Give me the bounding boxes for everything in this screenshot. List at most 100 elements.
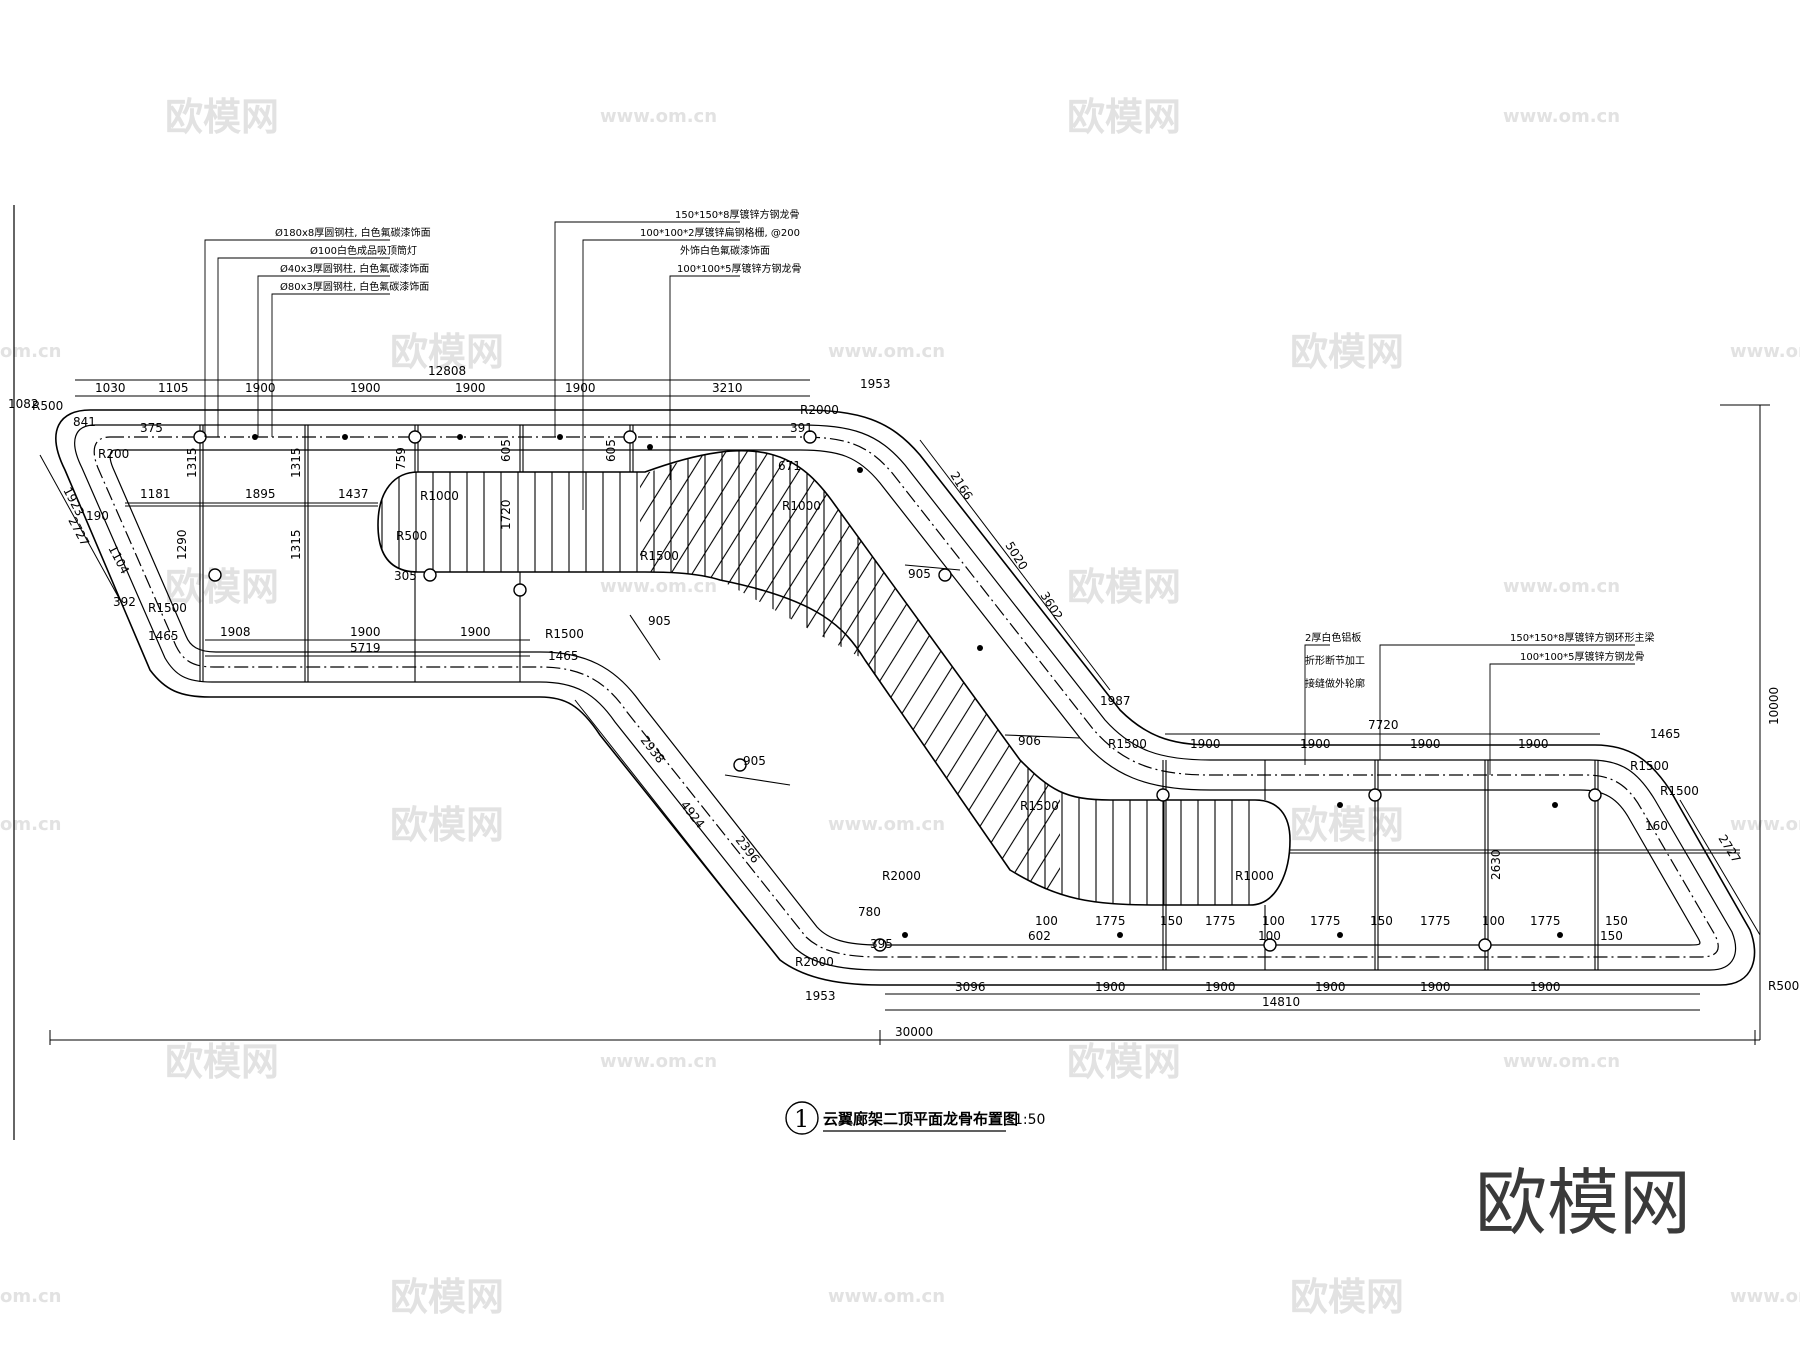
watermark-url: www.om.cn xyxy=(1503,576,1620,597)
cross-beam xyxy=(724,774,791,786)
dim-small: 841 xyxy=(73,415,96,429)
dim-bottom-left-chain: 1908 xyxy=(220,625,251,639)
callout-column-40: Ø40x3厚圆钢柱, 白色氟碳漆饰面 xyxy=(280,262,429,275)
dim-vertical: 2630 xyxy=(1489,849,1503,880)
dim-radius: R500 xyxy=(32,399,63,413)
watermark-url: www.om.cn xyxy=(1503,106,1620,127)
dim-line-diagonal-left xyxy=(574,699,761,936)
watermark-url: www.om.cn xyxy=(828,1286,945,1307)
dim-line-left-diagonal xyxy=(39,454,121,601)
dim-overall-width: 30000 xyxy=(895,1025,933,1039)
title-number: 1 xyxy=(794,1105,809,1133)
callout-ring-secondary: 100*100*5厚镀锌方钢龙骨 xyxy=(1520,650,1645,663)
title-scale: 1:50 xyxy=(1014,1112,1045,1128)
frame-members xyxy=(125,425,1740,970)
callout-secondary-beam: 100*100*5厚镀锌方钢龙骨 xyxy=(677,262,802,275)
dim-inner-gap: 150 xyxy=(1370,914,1393,928)
dim-radius: R1500 xyxy=(640,549,679,563)
dim-arc: 1465 xyxy=(1650,727,1681,741)
downlight-dot xyxy=(647,444,653,450)
downlight-dot xyxy=(557,434,563,440)
dimension-lines xyxy=(39,379,1770,1045)
inner-track xyxy=(109,449,1701,946)
dim-radius: R200 xyxy=(98,447,129,461)
downlight-dot xyxy=(457,434,463,440)
title-number-circle xyxy=(785,1101,819,1135)
dim-right-bottom-chain: 1900 xyxy=(1205,980,1236,994)
dim-diagonal-right: 905 xyxy=(908,567,931,581)
dim-vertical: 1315 xyxy=(185,447,199,478)
dim-right-top-chain: 1900 xyxy=(1300,737,1331,751)
callout-leader xyxy=(271,293,390,437)
dim-top-chain: 1900 xyxy=(245,381,276,395)
dim-line-diagonal-right xyxy=(919,439,1111,691)
dim-inner-chain: 1775 xyxy=(1205,914,1236,928)
dim-top-chain: 1900 xyxy=(350,381,381,395)
callout-fold: 折形断节加工 xyxy=(1305,654,1365,667)
callout-column-80: Ø80x3厚圆钢柱, 白色氟碳漆饰面 xyxy=(280,280,429,293)
callout-downlight: Ø100白色成品吸顶筒灯 xyxy=(310,244,417,257)
downlight-dot xyxy=(857,467,863,473)
downlight-dot xyxy=(252,434,258,440)
dim-diagonal-left: 1104 xyxy=(105,543,132,577)
dim-inner-gap: 100 xyxy=(1482,914,1505,928)
watermark-url: www.om.cn xyxy=(1730,341,1800,362)
dim-top-chain: 3210 xyxy=(712,381,743,395)
watermark-url: www.om.cn xyxy=(600,1051,717,1072)
dim-diagonal-left: 905 xyxy=(648,614,671,628)
callout-group-top: 150*150*8厚镀锌方钢龙骨 100*100*2厚镀锌扁钢格栅, @200 … xyxy=(640,208,802,275)
column-marker xyxy=(1156,788,1170,802)
dim-inner-gap: 100 xyxy=(1262,914,1285,928)
dim-right-bottom-chain: 1900 xyxy=(1420,980,1451,994)
drawing-title: 1 云翼廊架二顶平面龙骨布置图 1:50 xyxy=(785,1101,1045,1135)
callout-aluminum: 2厚白色铝板 xyxy=(1305,631,1361,644)
title-name: 云翼廊架二顶平面龙骨布置图 xyxy=(823,1110,1018,1128)
dim-right-bottom-total: 14810 xyxy=(1262,995,1300,1009)
watermark-url: om.cn xyxy=(0,1286,61,1307)
dim-top-chain: 1030 xyxy=(95,381,126,395)
callout-leader xyxy=(1379,644,1635,760)
dim-diagonal-left: 905 xyxy=(743,754,766,768)
dim-inner-left: 1437 xyxy=(338,487,369,501)
column-marker xyxy=(1478,938,1492,952)
column-marker xyxy=(873,938,887,952)
dim-radius: R2000 xyxy=(795,955,834,969)
callout-group-mid-right: 150*150*8厚镀锌方钢环形主梁 100*100*5厚镀锌方钢龙骨 xyxy=(1510,631,1655,663)
dim-small: 160 xyxy=(1645,819,1668,833)
dim-radius: R1000 xyxy=(782,499,821,513)
dim-small: 305 xyxy=(394,569,417,583)
watermark-url: www.om.cn xyxy=(600,576,717,597)
downlight-dot xyxy=(902,932,908,938)
watermark-url: om.cn xyxy=(0,814,61,835)
callout-seam: 接缝做外轮廓 xyxy=(1305,677,1365,690)
dim-diagonal-left: 1923 xyxy=(60,485,87,519)
dim-right-bottom-chain: 1900 xyxy=(1315,980,1346,994)
cross-beam xyxy=(904,564,961,571)
dim-arc: 1953 xyxy=(805,989,836,1003)
callout-leader xyxy=(1489,663,1635,775)
callout-leader xyxy=(217,257,390,437)
downlight-dot xyxy=(1557,932,1563,938)
dim-small: 395 xyxy=(870,937,893,951)
dim-right-bottom-chain: 1900 xyxy=(1530,980,1561,994)
dim-arc: 1082 xyxy=(8,397,39,411)
callout-leader xyxy=(554,221,740,437)
dim-line-right-diagonal xyxy=(1679,799,1761,936)
downlight-dot xyxy=(1337,932,1343,938)
dim-top-overall: 12808 xyxy=(428,364,466,378)
callout-leader xyxy=(204,239,390,437)
dim-small: 190 xyxy=(86,509,109,523)
column-layer xyxy=(193,430,1602,952)
downlight-dot xyxy=(342,434,348,440)
watermark-logo: 欧模网 xyxy=(1067,565,1181,609)
dim-small: 375 xyxy=(140,421,163,435)
dimension-texts: 12808 1030 1105 1900 1900 1900 1900 3210… xyxy=(8,364,1799,1039)
callout-ring-beam: 150*150*8厚镀锌方钢环形主梁 xyxy=(1510,631,1655,644)
dim-right-top-chain: 1900 xyxy=(1190,737,1221,751)
watermark-url: om.cn xyxy=(0,341,61,362)
dim-radius: R1500 xyxy=(148,601,187,615)
inner-edge xyxy=(377,450,1291,906)
callout-group-mid-left: 2厚白色铝板 折形断节加工 接缝做外轮廓 xyxy=(1305,631,1365,690)
dim-top-chain: 1900 xyxy=(565,381,596,395)
beam-line xyxy=(93,436,1719,958)
